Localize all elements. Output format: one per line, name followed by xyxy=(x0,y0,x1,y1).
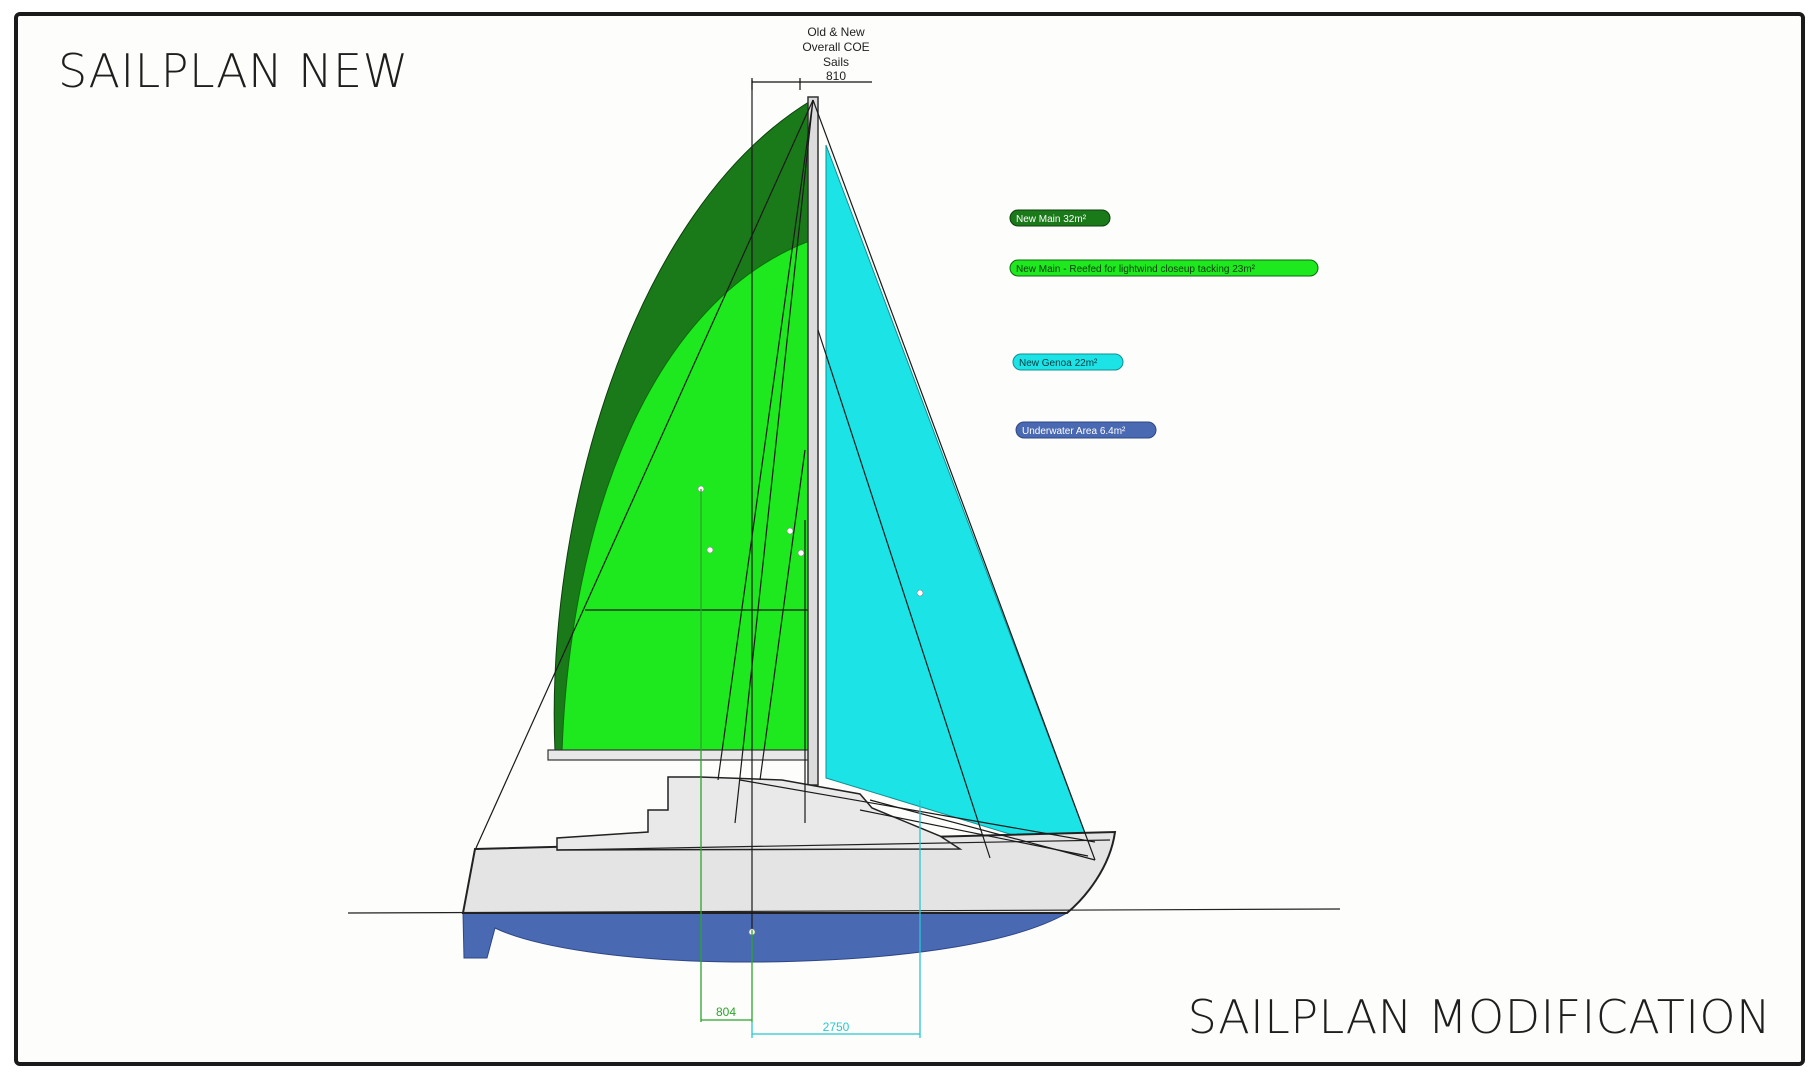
legend-item-underwater: Underwater Area 6.4m² xyxy=(1015,421,1157,439)
coe-note-line3: Sails xyxy=(823,55,849,69)
legend-swatch xyxy=(1009,209,1111,227)
coe-markers xyxy=(697,485,924,936)
coe-note-value: 810 xyxy=(826,69,846,83)
rigging xyxy=(475,80,1096,930)
coe-point-overall xyxy=(786,527,794,535)
dimension-2750-label: 2750 xyxy=(823,1020,850,1034)
coe-point-mast xyxy=(797,549,805,557)
coe-point-genoa xyxy=(916,589,924,597)
legend-item-main-reefed: New Main - Reefed for lightwind closeup … xyxy=(1009,259,1319,277)
legend-item-genoa: New Genoa 22m² xyxy=(1012,353,1124,371)
legend: New Main 32m² New Main - Reefed for ligh… xyxy=(1009,209,1319,439)
dimension-804-label: 804 xyxy=(716,1005,736,1019)
coe-note-line2: Overall COE xyxy=(802,40,869,54)
coe-dimension xyxy=(751,78,872,90)
underwater-area xyxy=(462,912,1069,963)
mast xyxy=(807,96,819,786)
drawing-subtitle: SAILPLAN MODIFICATION xyxy=(1187,990,1771,1044)
legend-swatch xyxy=(1015,421,1157,439)
legend-label: Underwater Area 6.4m² xyxy=(1022,426,1126,437)
legend-swatch xyxy=(1012,353,1124,371)
dimension-2750 xyxy=(751,800,921,1038)
drawing-title: SAILPLAN NEW xyxy=(58,44,409,98)
legend-label: New Main 32m² xyxy=(1016,214,1087,225)
legend-item-main-full: New Main 32m² xyxy=(1009,209,1111,227)
legend-label: New Genoa 22m² xyxy=(1019,358,1098,369)
dimension-804 xyxy=(700,489,753,1022)
legend-swatch xyxy=(1009,259,1319,277)
main-sail-reefed xyxy=(561,239,813,753)
hull xyxy=(461,830,1117,914)
waterline xyxy=(347,908,1341,914)
coe-point-reefed xyxy=(706,546,714,554)
legend-label: New Main - Reefed for lightwind closeup … xyxy=(1016,264,1256,275)
boom xyxy=(547,749,813,761)
coachroof xyxy=(556,776,963,851)
coe-note-line1: Old & New xyxy=(807,25,865,39)
